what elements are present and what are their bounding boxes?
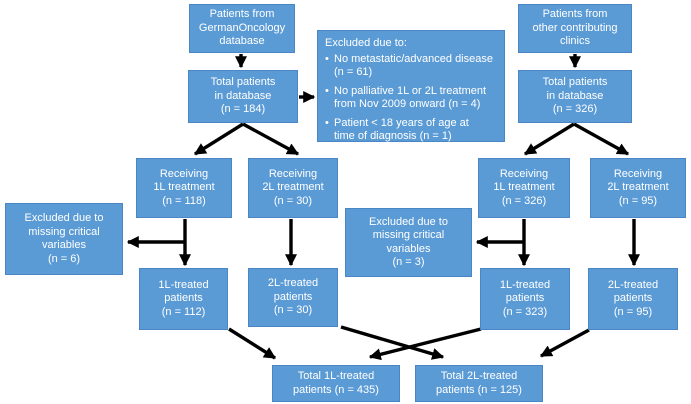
node-treated-2l-german-label: 2L-treated patients (n = 30) [267, 277, 319, 317]
node-treated-1l-german-label: 1L-treated patients (n = 112) [158, 278, 209, 318]
node-clinics-total: Total patients in database (n = 326) [518, 70, 632, 123]
node-clinics-source: Patients from other contributing clinics [518, 4, 632, 53]
node-excluded-missing-german: Excluded due to missing critical variabl… [5, 203, 123, 275]
bullet-icon: • [325, 52, 329, 65]
node-exclusion-main: Excluded due to: • No metastatic/advance… [317, 30, 505, 142]
arrow-clinics-2l-to-total2l [539, 328, 590, 358]
node-treated-1l-german: 1L-treated patients (n = 112) [139, 268, 228, 330]
node-german-source: Patients from GermanOncology database [189, 4, 295, 53]
exclusion-item-text: Patient < 18 years of age at time of dia… [334, 116, 469, 143]
node-total-1l-label: Total 1L-treated patients (n = 435) [293, 370, 379, 396]
exclusion-item-text: No palliative 1L or 2L treatment from No… [334, 84, 487, 111]
node-treated-2l-german: 2L-treated patients (n = 30) [248, 268, 338, 327]
node-german-source-label: Patients from GermanOncology database [198, 8, 286, 48]
node-clinics-total-label: Total patients in database (n = 326) [542, 76, 608, 116]
arrow-german-total-to-2l [242, 122, 300, 156]
node-receiving-2l-german-label: Receiving 2L treatment (n = 30) [262, 167, 324, 207]
node-german-total-label: Total patients in database (n = 184) [210, 76, 276, 116]
node-receiving-1l-clinics: Receiving 1L treatment (n = 326) [478, 158, 570, 218]
node-treated-2l-clinics: 2L-treated patients (n = 95) [588, 268, 678, 330]
node-excluded-missing-clinics: Excluded due to missing critical variabl… [345, 208, 472, 277]
exclusion-item: • Patient < 18 years of age at time of d… [325, 117, 498, 144]
arrow-german-2l-to-total2l [340, 325, 445, 360]
arrow-clinics-total-to-1l [523, 122, 575, 156]
arrow-clinics-1l-to-total1l [368, 327, 482, 361]
arrow-german-total-to-1l [193, 122, 244, 156]
bullet-icon: • [325, 116, 329, 129]
exclusion-title: Excluded due to: [325, 37, 407, 49]
node-receiving-2l-clinics-label: Receiving 2L treatment (n = 95) [607, 167, 669, 207]
arrow-clinics-total-to-2l [573, 122, 630, 156]
node-clinics-source-label: Patients from other contributing clinics [532, 8, 618, 48]
node-receiving-1l-clinics-label: Receiving 1L treatment (n = 326) [493, 167, 555, 207]
node-receiving-1l-german: Receiving 1L treatment (n = 118) [136, 158, 232, 218]
node-treated-2l-clinics-label: 2L-treated patients (n = 95) [607, 278, 659, 318]
exclusion-item: • No palliative 1L or 2L treatment from … [325, 85, 498, 112]
bullet-icon: • [325, 84, 329, 97]
node-receiving-2l-clinics: Receiving 2L treatment (n = 95) [590, 158, 686, 218]
node-receiving-1l-german-label: Receiving 1L treatment (n = 118) [153, 167, 215, 207]
node-total-1l: Total 1L-treated patients (n = 435) [272, 365, 400, 402]
node-excluded-missing-german-label: Excluded due to missing critical variabl… [24, 212, 104, 265]
arrow-german-1l-to-total1l [228, 327, 277, 360]
node-total-2l: Total 2L-treated patients (n = 125) [415, 365, 543, 402]
node-german-total: Total patients in database (n = 184) [188, 70, 298, 123]
node-treated-1l-clinics: 1L-treated patients (n = 323) [480, 268, 570, 330]
exclusion-item-text: No metastatic/advanced disease (n = 61) [334, 52, 493, 79]
node-excluded-missing-clinics-label: Excluded due to missing critical variabl… [369, 215, 448, 269]
exclusion-item: • No metastatic/advanced disease (n = 61… [325, 53, 498, 80]
node-treated-1l-clinics-label: 1L-treated patients (n = 323) [499, 278, 551, 318]
node-total-2l-label: Total 2L-treated patients (n = 125) [436, 370, 522, 396]
node-receiving-2l-german: Receiving 2L treatment (n = 30) [248, 158, 338, 218]
